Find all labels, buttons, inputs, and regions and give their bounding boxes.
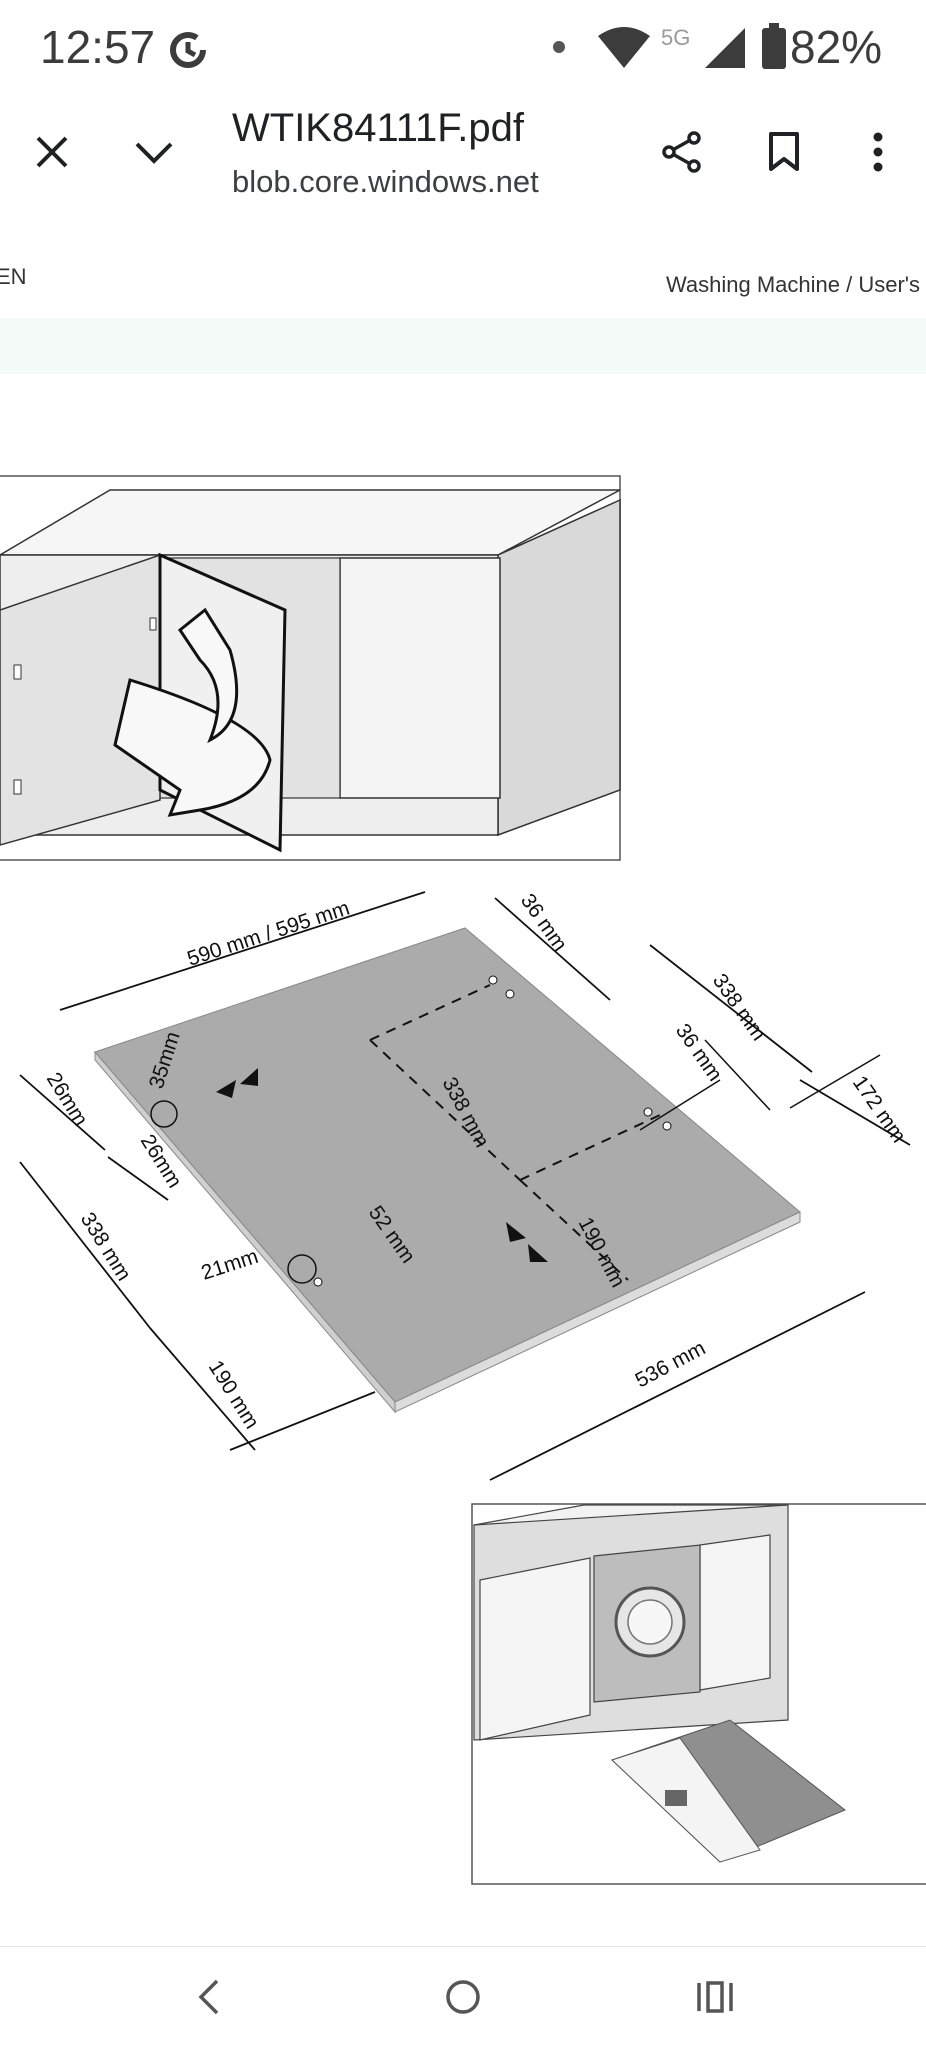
pdf-page-content[interactable]: 590 mm / 595 mm 36 mm 338 mm 36 mm 172 m… [0, 374, 926, 1946]
baseplate-dimension-diagram: 590 mm / 595 mm 36 mm 338 mm 36 mm 172 m… [19, 890, 911, 1481]
bookmark-icon [769, 132, 799, 171]
battery-percentage: 82% [790, 21, 883, 73]
recents-icon [697, 1981, 733, 2013]
pdf-page-header: EN Washing Machine / User's [0, 214, 926, 320]
more-vert-icon [873, 132, 883, 172]
dim-label-right-172: 172 mm [848, 1072, 910, 1147]
dim-label-right-338: 338 mm [708, 970, 770, 1045]
page-divider-band [0, 318, 926, 375]
dim-label-left-338: 338 mm [76, 1208, 136, 1285]
dim-label-bottom-536: 536 mm [632, 1336, 710, 1392]
battery-icon [762, 23, 786, 69]
close-icon [36, 136, 68, 168]
document-domain: blob.core.windows.net [232, 164, 539, 199]
close-button[interactable] [22, 122, 82, 182]
installation-figures: 590 mm / 595 mm 36 mm 338 mm 36 mm 172 m… [0, 475, 926, 1885]
signal-icon [705, 28, 745, 68]
share-button[interactable] [652, 122, 712, 182]
chevron-down-icon [135, 142, 173, 164]
sync-icon [170, 32, 206, 68]
system-navigation-bar [0, 1946, 926, 2049]
washing-machine-installed-illustration [471, 1503, 926, 1885]
notification-dot-icon [553, 41, 565, 53]
recents-button[interactable] [680, 1967, 750, 2027]
share-icon [662, 131, 701, 173]
network-type-label: 5G [661, 25, 691, 50]
back-button[interactable] [174, 1967, 244, 2027]
dim-label-bottom-190: 190 mm [204, 1356, 264, 1433]
document-title: WTIK84111F.pdf [232, 106, 524, 150]
language-label: EN [0, 264, 27, 289]
wifi-icon [598, 27, 650, 68]
status-time: 12:57 [40, 21, 156, 73]
dim-label-top-36: 36 mm [516, 890, 572, 956]
dim-label-right-36: 36 mm [671, 1020, 727, 1086]
back-icon [198, 1979, 219, 2015]
home-button[interactable] [428, 1967, 498, 2027]
home-icon [446, 1980, 480, 2014]
cabinet-door-illustration [0, 475, 621, 861]
status-bar: 12:57 5G 82% [0, 0, 926, 96]
pdf-toolbar: WTIK84111F.pdf blob.core.windows.net [0, 96, 926, 216]
dim-label-left-26a: 26mm [42, 1068, 92, 1130]
dim-label-bottom-21: 21mm [198, 1245, 261, 1285]
bookmark-button[interactable] [754, 122, 814, 182]
manual-header-label: Washing Machine / User's [665, 272, 920, 297]
collapse-button[interactable] [124, 122, 184, 182]
more-options-button[interactable] [848, 122, 908, 182]
dim-label-width: 590 mm / 595 mm [184, 897, 352, 971]
